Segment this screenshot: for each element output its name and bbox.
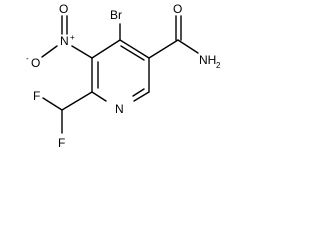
- atom-f-top: F: [33, 89, 40, 103]
- bond-camide-n: [177, 39, 199, 54]
- bond-c5-camide: [148, 39, 179, 59]
- atom-br: Br: [110, 8, 122, 22]
- atom-nitro-n: N: [60, 34, 69, 48]
- atom-amide-nh-subscript: 2: [216, 61, 221, 70]
- bond-c3-nnitro: [71, 45, 93, 59]
- atom-f-bottom: F: [58, 136, 65, 150]
- bond-cchf2-ftop: [42, 97, 63, 111]
- atom-nitro-o-minus: O: [31, 56, 40, 70]
- bond-c6-n1: [133, 91, 150, 102]
- bond-c3-c4: [91, 39, 121, 59]
- atom-nitro-o-charge: -: [26, 54, 29, 63]
- molecule-structure: Br O NH 2 N + O - O N F F: [26, 2, 221, 150]
- bond-c6-n1-double: [132, 88, 145, 97]
- atom-ring-n: N: [115, 102, 124, 116]
- atom-amide-o: O: [173, 2, 182, 16]
- atom-nitro-n-charge: +: [70, 33, 75, 42]
- bond-n1-c2: [91, 91, 107, 102]
- atom-amide-nh: NH: [199, 53, 216, 67]
- bond-c4-c5: [119, 39, 150, 59]
- bond-nnitro-ominus: [41, 45, 58, 58]
- bond-c2-cchf2: [61, 91, 93, 111]
- atom-nitro-o: O: [59, 2, 68, 16]
- bond-c4-c5-double: [120, 45, 145, 61]
